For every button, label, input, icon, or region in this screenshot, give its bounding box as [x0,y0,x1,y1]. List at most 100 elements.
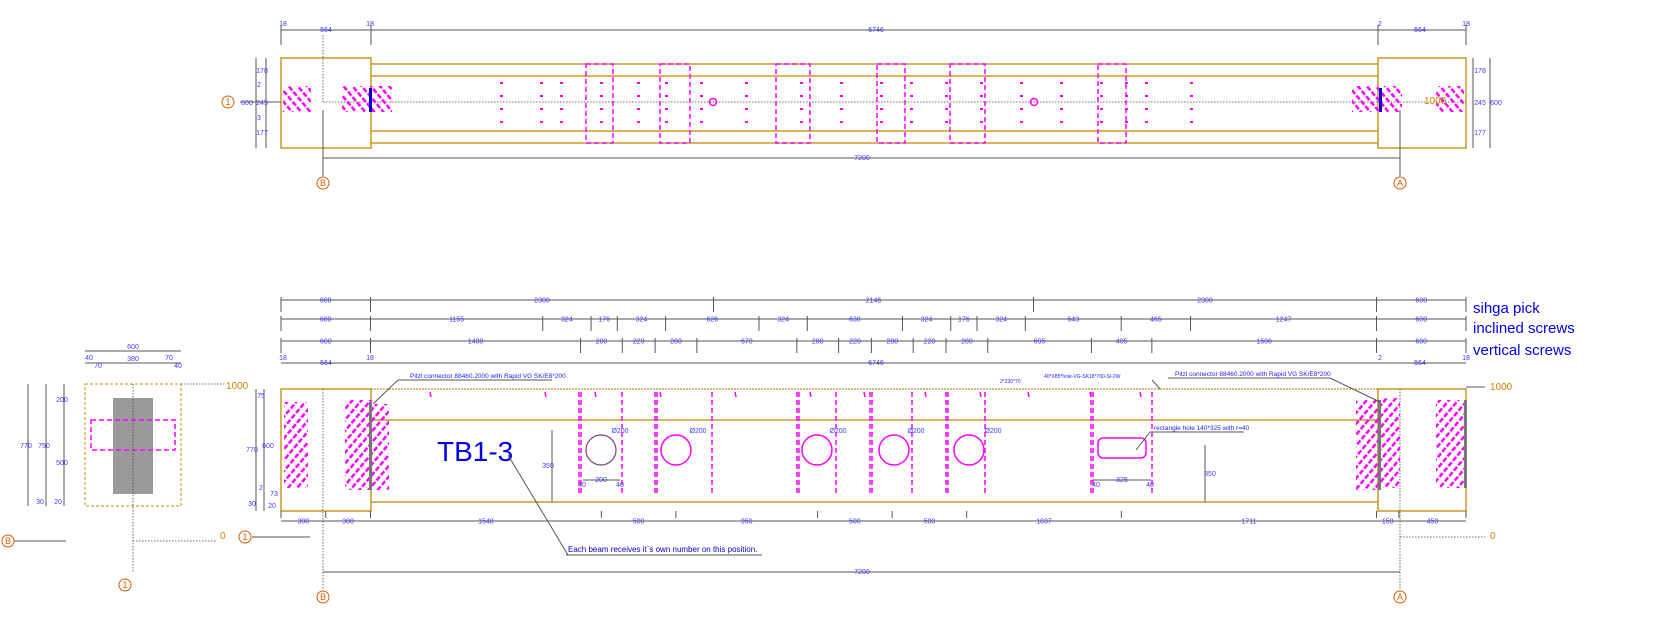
screw-mark [1190,108,1193,110]
screw-mark [700,108,703,110]
screw-mark [637,95,640,97]
plan-screw-marks [500,63,1193,144]
dim-row-2-label: 324 [561,317,573,324]
screw-mark [500,95,503,97]
screw-mark [665,121,668,123]
plan-connector-screws [283,86,1464,112]
screw-mark [1190,95,1193,97]
bottom-dim-label: 300 [342,519,354,526]
vertical-screw-lines [429,391,1153,495]
screw-mark [1145,95,1148,97]
small-note: 2*230*70 [1000,379,1021,385]
screw-mark [540,82,543,84]
screw-mark [840,82,843,84]
screw-mark [600,82,603,84]
plan-dim: 564 [1414,27,1426,34]
dim-row-2-label: 324 [995,317,1007,324]
screw-mark [745,121,748,123]
grid-label: B [320,592,326,602]
dim-row-3-label: 1408 [468,339,484,346]
section-dim: 70 [165,355,173,362]
screw-mark [800,95,803,97]
screw-mark [945,82,948,84]
elev-vert-dim: 2 [259,485,263,492]
hole [660,434,692,466]
plan-dim: 2 [257,82,261,89]
dim-row-2-label: 324 [636,317,648,324]
hole-dim: 350 [542,463,554,470]
screw-mark [980,82,983,84]
screw-mark [1100,95,1103,97]
overall-dim: 18 [366,355,374,362]
plan-dim: 177 [1474,130,1486,137]
screw-mark [745,82,748,84]
screw-mark [880,95,883,97]
dim-row-2-label: 324 [777,317,789,324]
plan-dim: 177 [256,130,268,137]
section-dim: 40 [174,363,182,370]
inclined-screw-mark [979,391,982,398]
screw-mark [1020,95,1023,97]
dim-row-2-label: 626 [706,317,718,324]
round-holes: Ø200 Ø200 Ø200 Ø200 Ø200 [585,428,1147,466]
bottom-dim-label: 500 [849,519,861,526]
inclined-screw-mark [734,391,737,398]
inclined-screw-mark [924,391,927,398]
screw-mark [800,82,803,84]
screw-zone [876,63,906,144]
screw-mark [1125,108,1128,110]
plan-dim: 18 [1462,21,1470,28]
screw-mark [880,82,883,84]
bottom-dim-label: 950 [741,519,753,526]
section-dim: 770 [20,443,32,450]
screw-mark [800,108,803,110]
inclined-screw-mark [863,391,866,398]
screw-zone [659,63,691,144]
section-level-top: 1000 [226,381,249,392]
dim-row-2-label: 176 [958,317,970,324]
screw-mark [910,82,913,84]
screw-mark [1060,95,1063,97]
level-top-label: 1000 [1490,382,1513,393]
bottom-dim-label: 1037 [1036,519,1052,526]
dim-row-1-label: 600 [1415,298,1427,305]
hole-label: Ø200 [907,428,924,435]
plan-level-label: 1000 [1424,96,1447,107]
overall-dim: 18 [279,355,287,362]
connector-note-right: Pitzl connector 88460.2000 with Rapid VG… [1175,371,1331,378]
inclined-screw-mark [1139,391,1142,398]
grid-label: B [320,178,326,188]
plan-dim: 600 [1490,100,1502,107]
bottom-dim-label: 1548 [478,519,494,526]
beam-mark: TB1-3 [437,436,513,467]
plan-total-dim: 7200 [854,155,870,162]
screw-mark [840,95,843,97]
screw-mark [1145,121,1148,123]
elev-vert-dim: 770 [246,447,258,454]
inclined-screw-mark [809,391,812,398]
screw-mark [1020,108,1023,110]
bottom-dim-label: 150 [1382,519,1394,526]
screw-mark [665,95,668,97]
hole-label: Ø200 [611,428,628,435]
legend-sihga-pick: sihga pick [1473,300,1540,317]
elev-vert-dim: 600 [262,443,274,450]
screw-mark [540,121,543,123]
dim-row-2-label: 176 [598,317,610,324]
screw-mark [910,95,913,97]
screw-mark [840,108,843,110]
inclined-screw-mark [659,391,662,398]
screw-mark [637,121,640,123]
hole-dim: 40 [578,482,586,489]
grid-bubble-1 [118,578,132,592]
plan-dim: 600 [241,100,253,107]
plan-dim: 6746 [868,27,884,34]
screw-mark [745,108,748,110]
section-dim: 70 [94,363,102,370]
grid-label: A [1397,592,1403,602]
screw-mark [1100,108,1103,110]
screw-mark [1100,121,1103,123]
screw-mark [665,82,668,84]
hole [953,434,985,466]
elev-vert-dim: 30 [248,501,256,508]
